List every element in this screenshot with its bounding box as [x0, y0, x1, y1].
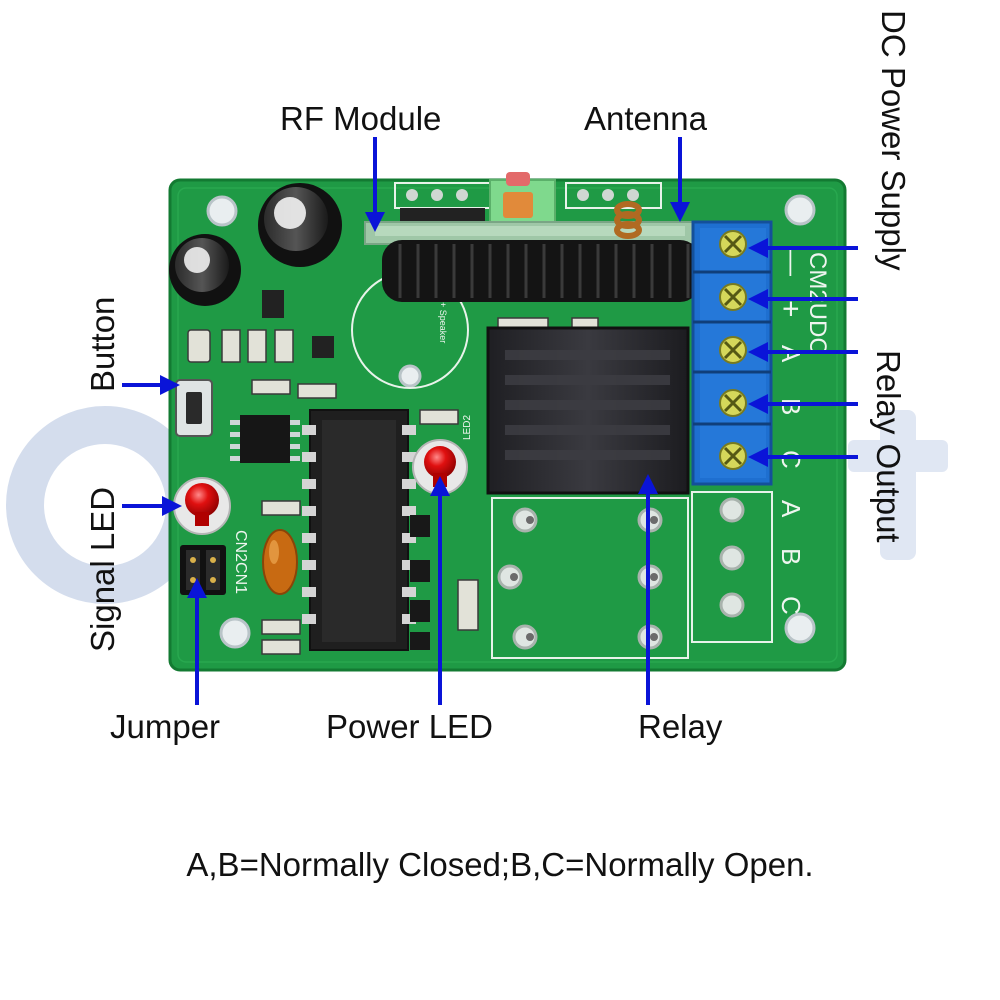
relay-component	[486, 326, 690, 495]
silk-speaker: + Speaker	[438, 302, 448, 343]
rf-module	[364, 172, 700, 302]
ic-dip	[302, 409, 416, 651]
ic-8pin	[230, 415, 300, 463]
label-signal-led: Signal LED	[84, 486, 121, 652]
output-pads	[691, 491, 773, 643]
tact-button	[175, 379, 213, 437]
label-relay-output: Relay Output	[870, 350, 907, 543]
label-power-led: Power LED	[326, 708, 493, 745]
silk-term-c-lower: C	[776, 596, 806, 615]
silk-term-c-upper: C	[776, 450, 806, 469]
silk-jumper-marking: CN2CN1	[232, 530, 249, 594]
silk-term-a-lower: A	[776, 500, 806, 518]
label-dc-power-supply: DC Power Supply	[875, 10, 912, 271]
label-rf-module: RF Module	[280, 100, 442, 137]
label-antenna: Antenna	[584, 100, 707, 137]
label-relay: Relay	[638, 708, 723, 745]
transistors	[410, 515, 430, 650]
silk-term-b-lower: B	[776, 548, 806, 565]
footer-note: A,B=Normally Closed;B,C=Normally Open.	[186, 846, 814, 883]
silk-minus: —	[778, 250, 808, 276]
capacitors	[169, 183, 342, 306]
ceramic-capacitor	[262, 529, 298, 595]
silk-led2: LED2	[462, 415, 473, 440]
silk-plus: +	[774, 300, 807, 318]
mounting-holes	[206, 194, 816, 649]
label-jumper: Jumper	[110, 708, 221, 745]
label-button: Button	[84, 296, 121, 392]
silk-board-marking: CM2UDC	[804, 252, 831, 355]
signal-led	[173, 477, 231, 535]
